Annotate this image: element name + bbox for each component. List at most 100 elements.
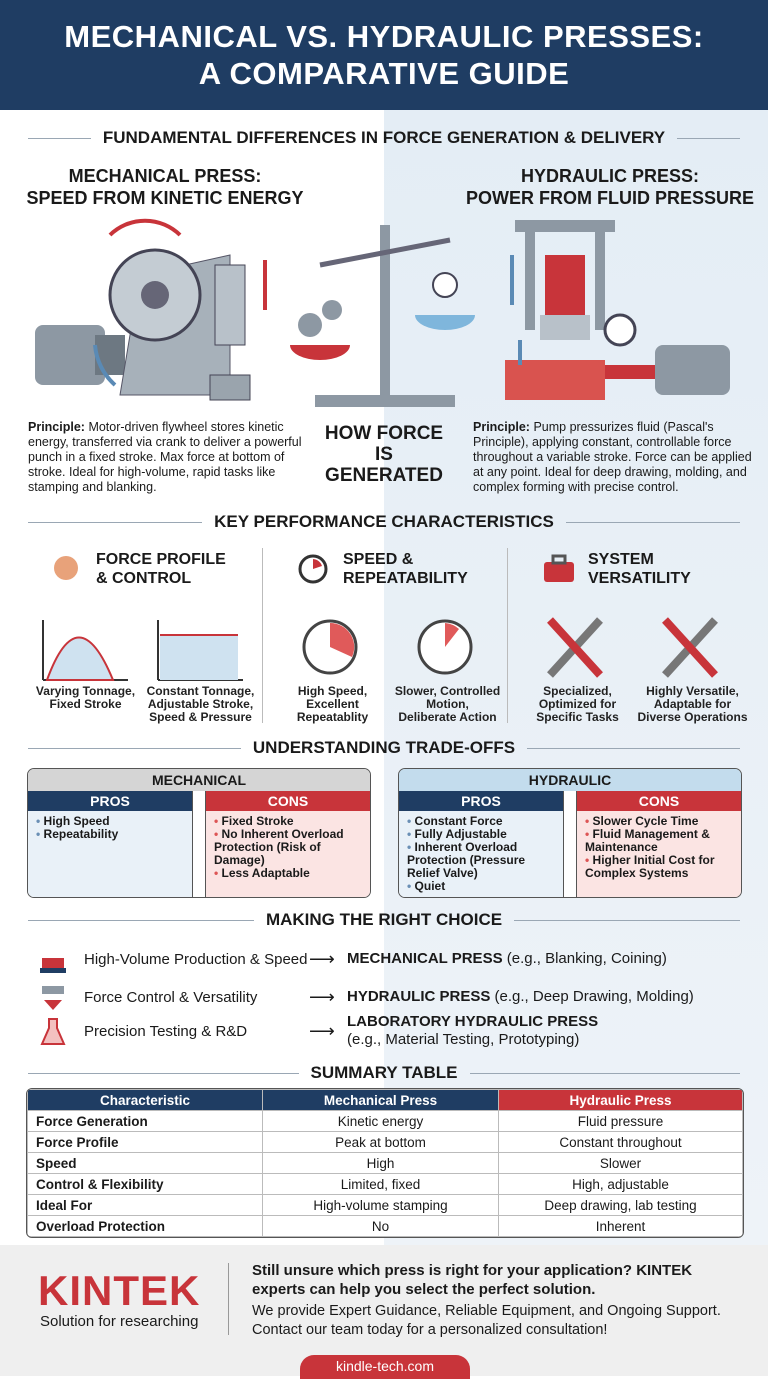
- column-title: SPEED &REPEATABILITY: [343, 550, 468, 588]
- item-caption: Varying Tonnage,Fixed Stroke: [28, 685, 143, 711]
- arrow-icon: ⟶: [309, 986, 335, 1007]
- pros-header: PROS: [28, 791, 192, 811]
- column-title: FORCE PROFILE& CONTROL: [96, 550, 226, 588]
- section-title-text: MAKING THE RIGHT CHOICE: [265, 910, 503, 929]
- caption-line: Fixed Stroke: [49, 697, 122, 711]
- cons-item: Fixed Stroke: [214, 815, 362, 828]
- principle-label: Principle:: [473, 420, 530, 434]
- choice-press: MECHANICAL PRESS: [347, 950, 503, 967]
- principle-text: Motor-driven flywheel stores kinetic ene…: [28, 420, 302, 494]
- caption-line: Specific Tasks: [536, 710, 619, 724]
- section-summary-title: SUMMARY TABLE: [0, 1063, 768, 1083]
- hydraulic-tradeoffs-card: HYDRAULIC PROSConstant ForceFully Adjust…: [398, 768, 742, 898]
- section-title-text: SUMMARY TABLE: [310, 1063, 458, 1082]
- performance-column-header: FORCE PROFILE& CONTROL: [48, 550, 226, 588]
- footer-body: We provide Expert Guidance, Reliable Equ…: [252, 1303, 721, 1338]
- table-cell: Slower: [498, 1152, 743, 1174]
- conveyor-icon: [40, 958, 66, 973]
- summary-table: Characteristic Mechanical Press Hydrauli…: [26, 1088, 744, 1238]
- caption-line: Repeatablity: [296, 710, 369, 724]
- caption-line: Specialized,: [543, 684, 612, 698]
- section-fundamentals-title: FUNDAMENTAL DIFFERENCES IN FORCE GENERAT…: [0, 128, 768, 148]
- logo-tagline: Solution for researching: [40, 1313, 199, 1330]
- choice-examples: (e.g., Material Testing, Prototyping): [347, 1031, 580, 1048]
- footer: KINTEK Solution for researching Still un…: [0, 1245, 768, 1379]
- flask-icon: [40, 1018, 66, 1045]
- section-title-text: UNDERSTANDING TRADE-OFFS: [252, 738, 516, 757]
- force-graph-icon: [42, 620, 128, 681]
- force-graph-icon: [157, 620, 243, 681]
- choice-recommendation: HYDRAULIC PRESS (e.g., Deep Drawing, Mol…: [347, 988, 694, 1006]
- section-performance-title: KEY PERFORMANCE CHARACTERISTICS: [0, 512, 768, 532]
- caption-line: Motion,: [426, 697, 469, 711]
- arrow-icon: ⟶: [309, 948, 335, 969]
- table-cell: No: [262, 1215, 499, 1237]
- choice-need: Precision Testing & R&D: [84, 1022, 248, 1040]
- performance-column-header: SPEED &REPEATABILITY: [295, 550, 468, 588]
- mech-title-1: MECHANICAL PRESS:: [68, 166, 262, 186]
- pros-column: PROSConstant ForceFully AdjustableInhere…: [399, 791, 564, 897]
- table-cell: Peak at bottom: [262, 1131, 499, 1153]
- caption-line: High Speed,: [297, 684, 368, 698]
- choice-press: LABORATORY HYDRAULIC PRESS: [347, 1013, 599, 1030]
- arrow-icon: ⟶: [309, 1020, 335, 1041]
- caption-line: Varying Tonnage,: [35, 684, 136, 698]
- cons-item: No Inherent Overload Protection (Risk of…: [214, 828, 362, 867]
- table-cell: High: [262, 1152, 499, 1174]
- tools-icon: [662, 617, 718, 678]
- choice-need: Force Control & Versatility: [84, 988, 258, 1006]
- pros-item: High Speed: [36, 815, 184, 828]
- cons-item: Less Adaptable: [214, 867, 362, 880]
- cons-item: Higher Initial Cost for Complex Systems: [585, 854, 733, 880]
- kintek-logo: KINTEK: [38, 1267, 201, 1314]
- flexed-arm-icon: [54, 556, 78, 580]
- section-title-text: FUNDAMENTAL DIFFERENCES IN FORCE GENERAT…: [102, 128, 666, 147]
- principle-text: Pump pressurizes fluid (Pascal's Princip…: [473, 420, 752, 494]
- table-cell: Deep drawing, lab testing: [498, 1194, 743, 1216]
- divider: [507, 548, 508, 723]
- table-cell: Force Generation: [27, 1110, 263, 1132]
- choice-examples: (e.g., Blanking, Coining): [502, 950, 667, 967]
- performance-item: Varying Tonnage,Fixed Stroke: [28, 605, 143, 711]
- pros-item: Fully Adjustable: [407, 828, 555, 841]
- title-line-2: A COMPARATIVE GUIDE: [198, 56, 570, 91]
- cons-header: CONS: [577, 791, 741, 811]
- choice-row: High-Volume Production & Speed⟶ MECHANICA…: [38, 944, 758, 974]
- page-header: MECHANICAL VS. HYDRAULIC PRESSES: A COMP…: [0, 0, 768, 110]
- choice-need: High-Volume Production & Speed: [84, 950, 308, 968]
- table-cell: Limited, fixed: [262, 1173, 499, 1195]
- table-cell: Constant throughout: [498, 1131, 743, 1153]
- card-title: MECHANICAL: [28, 769, 370, 791]
- title-line-1: MECHANICAL VS. HYDRAULIC PRESSES:: [64, 19, 704, 54]
- mechanical-tradeoffs-card: MECHANICAL PROSHigh SpeedRepeatability C…: [27, 768, 371, 898]
- mechanical-press-illustration: [35, 218, 267, 401]
- item-caption: Constant Tonnage,Adjustable Stroke,Speed…: [143, 685, 258, 724]
- center-line-1: HOW FORCE: [324, 423, 444, 444]
- table-cell: Ideal For: [27, 1194, 263, 1216]
- mech-title-2: SPEED FROM KINETIC ENERGY: [26, 188, 304, 208]
- section-title-text: KEY PERFORMANCE CHARACTERISTICS: [214, 512, 554, 531]
- hydraulic-press-illustration: [505, 220, 730, 400]
- choice-row: Force Control & Versatility ⟶ HYDRAULIC PR…: [38, 982, 758, 1012]
- website-link[interactable]: kindle-tech.com: [300, 1355, 470, 1379]
- choice-recommendation: LABORATORY HYDRAULIC PRESS(e.g., Materia…: [347, 1013, 598, 1049]
- hydraulic-principle: Principle: Pump pressurizes fluid (Pasca…: [473, 420, 753, 495]
- stopwatch-icon: [298, 554, 328, 584]
- caption-line: Deliberate Action: [398, 710, 497, 724]
- footer-headline: Still unsure which press is right for yo…: [252, 1262, 693, 1298]
- title-line: SYSTEM: [588, 551, 654, 568]
- section-choice-title: MAKING THE RIGHT CHOICE: [0, 910, 768, 930]
- pros-header: PROS: [399, 791, 563, 811]
- caption-line: Slower, Controlled: [394, 684, 501, 698]
